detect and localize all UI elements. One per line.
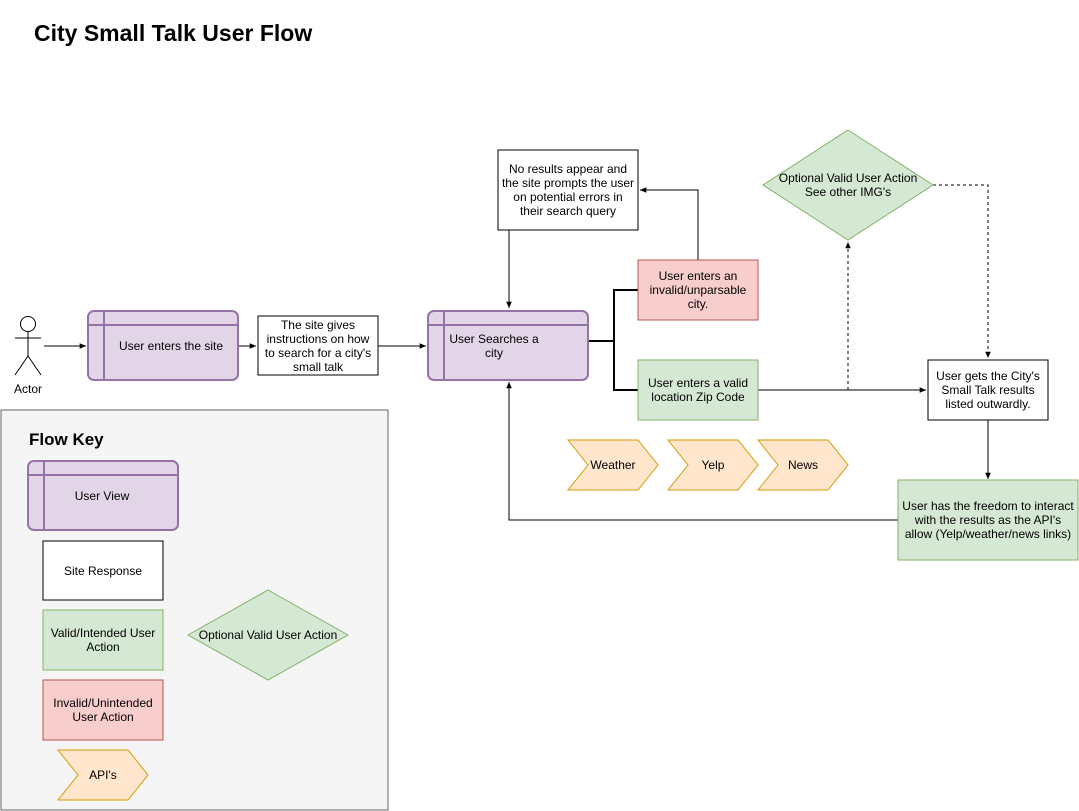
flow-key-title: Flow Key xyxy=(29,430,104,449)
node-no-results xyxy=(497,149,639,231)
page-title: City Small Talk User Flow xyxy=(34,20,313,46)
api-yelp-shape xyxy=(666,439,759,491)
edge-invalid-to-noresults xyxy=(640,187,699,260)
node-user-enters-site xyxy=(87,310,239,381)
node-valid-zip xyxy=(637,359,759,421)
node-results-listed xyxy=(927,359,1049,421)
edge-freedom-to-search xyxy=(506,382,898,521)
key-api-shape xyxy=(56,749,149,801)
node-invalid-city xyxy=(637,259,759,321)
api-news-shape xyxy=(756,439,849,491)
edge-search-branch xyxy=(588,289,638,391)
key-invalid-action-shape xyxy=(42,679,164,741)
actor-icon xyxy=(14,316,42,376)
key-site-response-shape xyxy=(42,540,164,601)
key-user-view-shape xyxy=(27,460,179,531)
key-optional-action-shape xyxy=(186,589,350,681)
node-optional-action xyxy=(762,129,934,241)
node-freedom-interact xyxy=(897,479,1079,561)
key-valid-action-shape xyxy=(42,609,164,671)
actor-label: Actor xyxy=(14,382,43,396)
node-site-instructions xyxy=(257,315,379,376)
node-user-searches xyxy=(427,310,589,381)
edge-optional-to-results xyxy=(933,184,991,358)
api-weather-shape xyxy=(566,439,659,491)
